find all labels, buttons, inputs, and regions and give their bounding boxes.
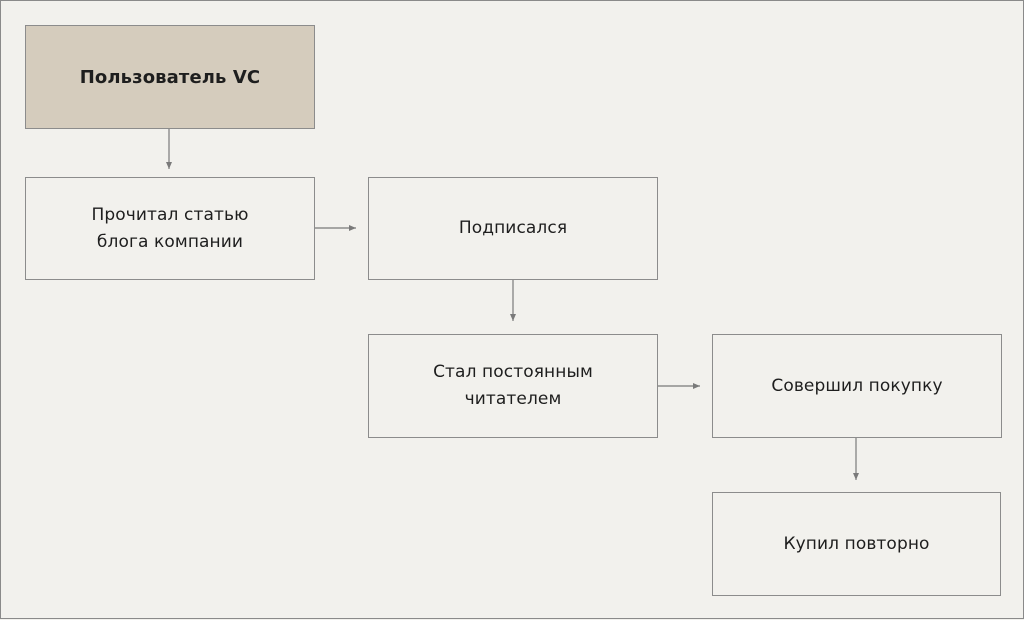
node-label: Стал постоянным читателем	[433, 362, 593, 409]
node-label: Подписался	[458, 218, 568, 238]
node-repeat-purchase: Купил повторно	[712, 492, 1001, 596]
node-label: Пользователь VC	[79, 66, 261, 88]
node-purchase: Совершил покупку	[712, 334, 1002, 438]
node-label: Совершил покупку	[771, 375, 943, 396]
node-subscribed: Подписался	[368, 177, 658, 280]
node-root-vc-user: Пользователь VC	[25, 25, 315, 129]
node-regular-reader: Стал постоянным читателем	[368, 334, 658, 438]
node-read-blog: Прочитал статью блога компании	[25, 177, 315, 280]
node-label: Прочитал статью блога компании	[91, 204, 249, 252]
node-label: Купил повторно	[783, 533, 930, 554]
